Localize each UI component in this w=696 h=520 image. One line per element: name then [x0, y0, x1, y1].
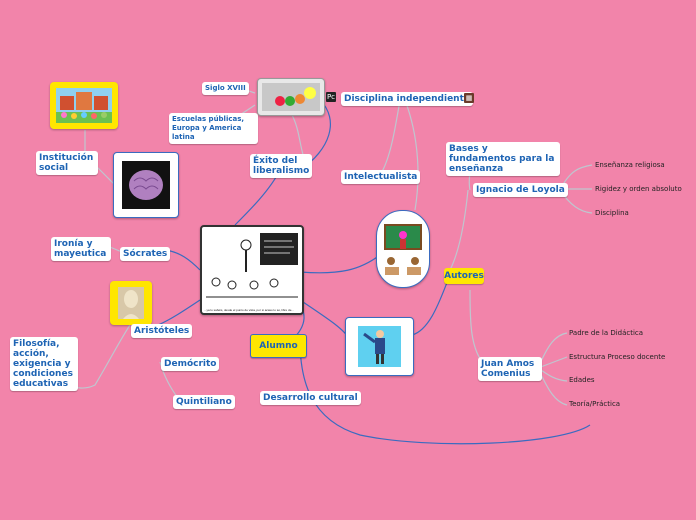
node-filosofia-accion[interactable]: Filosofía, acción, exigencia y condicion…: [10, 337, 78, 391]
playground-image: [50, 82, 118, 129]
bust-icon: [118, 287, 144, 319]
aristoteles-image: [110, 281, 152, 325]
node-juan-amos-comenius[interactable]: Juan Amos Comenius: [478, 357, 542, 381]
cartoon-icon: [206, 233, 298, 298]
node-quintiliano[interactable]: Quintiliano: [173, 395, 235, 409]
teacher-icon: [358, 326, 401, 367]
node-aristoteles[interactable]: Aristóteles: [131, 324, 193, 338]
leaf-disciplina[interactable]: Disciplina: [595, 209, 629, 217]
leaf-padre-didactica[interactable]: Padre de la Didáctica: [569, 329, 644, 337]
brain-image: [113, 152, 179, 218]
node-siglo-xviii[interactable]: Siglo XVIII: [202, 82, 249, 95]
brain-icon: [122, 161, 170, 209]
cartoon-caption: ...ya lo sabéis, desde el punto de vista…: [204, 308, 294, 312]
leaf-ensenanza-religiosa[interactable]: Enseñanza religiosa: [595, 161, 665, 169]
node-desarrollo-cultural[interactable]: Desarrollo cultural: [260, 391, 361, 405]
node-autores[interactable]: Autores: [444, 268, 484, 284]
node-escuelas-publicas[interactable]: Escuelas públicas, Europa y America lati…: [169, 113, 258, 144]
node-ignacio-de-loyola[interactable]: Ignacio de Loyola: [473, 183, 568, 197]
node-exito-liberalismo[interactable]: Éxito del liberalismo: [250, 154, 312, 178]
node-ironia-mayeutica[interactable]: Ironía y mayeutica: [51, 237, 111, 261]
ideas-image: [257, 78, 325, 116]
node-democrito[interactable]: Demócrito: [161, 357, 220, 371]
leaf-rigidez-orden[interactable]: Rigidez y orden absoluto: [595, 185, 682, 193]
lightbulb-icon: [262, 83, 320, 111]
classroom-icon: [384, 224, 422, 275]
node-bases-fundamentos[interactable]: Bases y fundamentos para la enseñanza: [446, 142, 560, 176]
node-socrates[interactable]: Sócrates: [120, 247, 171, 261]
teacher-pointing-image: [345, 317, 414, 376]
node-disciplina-independiente[interactable]: Disciplina independiente: [341, 92, 473, 106]
node-alumno[interactable]: Alumno: [250, 334, 307, 358]
teacher-classroom-image: [376, 210, 430, 288]
pc-badge: Pc: [326, 92, 336, 102]
book-icon: ▦: [464, 93, 474, 103]
classroom-cartoon-image: ...ya lo sabéis, desde el punto de vista…: [200, 225, 304, 315]
node-intelectualista[interactable]: Intelectualista: [341, 170, 421, 184]
school-children-icon: [56, 88, 112, 123]
leaf-estructura-proceso[interactable]: Estructura Proceso docente: [569, 353, 666, 361]
leaf-teoria-practica[interactable]: Teoría/Práctica: [569, 400, 621, 408]
node-institucion-social[interactable]: Institución social: [36, 151, 98, 175]
leaf-edades[interactable]: Edades: [569, 376, 595, 384]
